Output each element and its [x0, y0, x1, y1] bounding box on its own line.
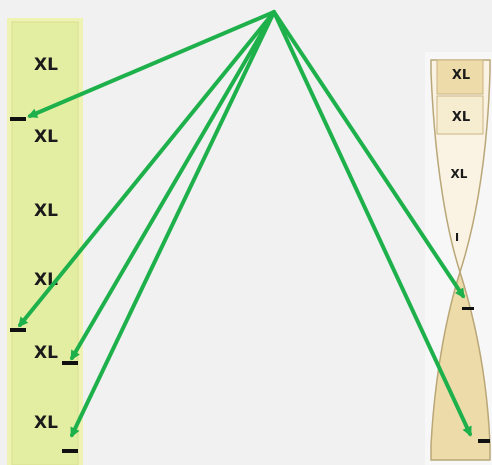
arrow-to-left-tick-2	[18, 10, 276, 328]
right-label-1: XL	[452, 68, 470, 83]
arrow-to-left-tick-3	[70, 10, 276, 361]
left-column-body	[11, 21, 79, 465]
right-column: XL XL XL I	[425, 52, 492, 465]
arrow-to-left-tick-1	[27, 10, 276, 118]
right-label-3: XL	[451, 167, 468, 181]
right-label-2: XL	[452, 110, 470, 125]
right-column-lower-section	[430, 269, 491, 461]
right-column-second-cell	[436, 95, 484, 135]
left-label-1: XL	[34, 55, 58, 75]
arrow-to-right-tick-2	[272, 10, 472, 437]
left-label-2: XL	[34, 127, 58, 147]
arrows	[18, 10, 472, 438]
left-label-3: XL	[34, 201, 58, 221]
right-tick-1	[462, 307, 474, 310]
left-tick-4	[62, 449, 78, 453]
left-tick-2	[10, 328, 26, 332]
left-tick-3	[62, 361, 78, 365]
arrow-to-right-tick-1	[272, 10, 465, 299]
left-label-6: XL	[34, 413, 58, 433]
right-tick-2	[478, 439, 490, 443]
right-label-4: I	[455, 231, 459, 244]
right-column-top-cell	[436, 59, 484, 95]
left-label-5: XL	[34, 343, 58, 363]
arrow-to-left-tick-4	[70, 10, 276, 438]
left-column: XL XL XL XL XL XL	[7, 18, 83, 465]
left-tick-1	[10, 117, 26, 121]
